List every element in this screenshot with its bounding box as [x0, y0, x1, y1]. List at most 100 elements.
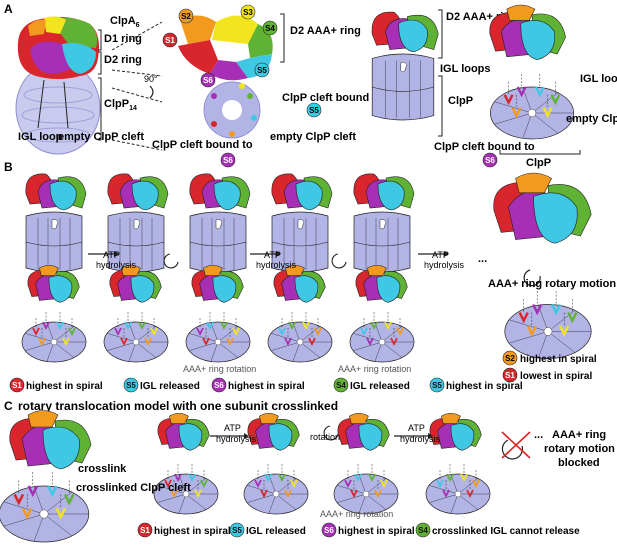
- ring-blob-s5: [358, 423, 383, 451]
- ring-blob-s2: [39, 264, 59, 276]
- ring-blob-s5: [294, 275, 319, 303]
- igl-loop-v: [56, 321, 64, 331]
- caption-text-3: IGL released: [350, 381, 410, 392]
- blocked-line-1: AAA+ ring: [552, 429, 606, 441]
- clpp14-label: ClpP14: [104, 98, 137, 112]
- igl-loop-v: [55, 507, 67, 520]
- igl-loop-v: [350, 489, 358, 499]
- clpp-pore: [272, 490, 280, 498]
- atp-arrowhead-c: [428, 433, 433, 439]
- svg-text:S2: S2: [505, 354, 515, 363]
- igl-loop-v: [526, 325, 537, 337]
- clpp-pore: [50, 338, 58, 346]
- clpp-petal-line: [135, 341, 157, 358]
- atp-arrowhead: [444, 251, 449, 257]
- ring-rotation-label-2: AAA+ ring rotation: [338, 364, 411, 374]
- igl-loop-v: [21, 507, 33, 520]
- caption-badge-1: S5: [123, 377, 139, 393]
- clpa-subunit-s5: [49, 180, 77, 211]
- svg-text:highest in spiral: highest in spiral: [520, 354, 597, 365]
- clpp-petal-line: [531, 112, 559, 134]
- igl-loop-v: [114, 327, 122, 337]
- igl-loop-v: [194, 489, 202, 499]
- empty-cleft-mark: [297, 219, 305, 230]
- igl-loop-v: [174, 473, 182, 483]
- c-caption-badge-1: S5: [229, 522, 245, 538]
- blocked-arrow: [501, 439, 524, 460]
- clpp-petal-line: [365, 493, 387, 510]
- panel-label-b: B: [4, 160, 13, 174]
- badge-s5-top: S5: [254, 62, 270, 78]
- clpp-petal-line: [337, 485, 367, 495]
- clpp-petal-line: [429, 493, 459, 503]
- ring-blob-s5: [42, 426, 80, 470]
- badge-text: S5: [126, 381, 136, 390]
- atp-label-1: ATP: [103, 250, 120, 260]
- svg-text:S3: S3: [243, 8, 253, 17]
- badge-text: S4: [418, 526, 428, 535]
- cartoon-side-view-a: [371, 11, 439, 121]
- igl-loop-v: [446, 473, 454, 483]
- blocked-line-3: blocked: [558, 457, 600, 469]
- igl-loop-v: [254, 479, 262, 489]
- right-igl-loop-label: IGL loop: [580, 73, 617, 85]
- clpp-petal-line: [547, 310, 576, 332]
- clpp-pore: [378, 338, 386, 346]
- clpp-pore: [39, 509, 49, 519]
- rotation-arrow: [163, 253, 179, 269]
- clpp-petal-line: [509, 331, 549, 344]
- right-d2-bracket: [438, 9, 443, 59]
- right-empty-cleft-label: empty ClpP cleft: [566, 113, 617, 125]
- crosslinked-cleft-label-1: crosslinked ClpP cleft: [76, 482, 191, 494]
- clpp-petal-line: [271, 341, 301, 351]
- ring-blob-s2: [441, 412, 461, 424]
- igl-loop-v: [27, 485, 39, 498]
- clpp-pore: [454, 490, 462, 498]
- d2-aaa-ring-label: D2 AAA+ ring: [290, 25, 361, 37]
- badge-circle: [123, 377, 139, 393]
- svg-text:S2: S2: [181, 12, 191, 21]
- panel-label-c: C: [4, 399, 13, 413]
- c-caption-text-0: highest in spiral: [154, 526, 231, 537]
- legend-s2: S2 highest in spiral: [502, 350, 597, 366]
- clpp-petal-line: [299, 341, 321, 358]
- svg-text:S6: S6: [485, 156, 495, 165]
- atp-label-2: ATP: [264, 250, 281, 260]
- ring-blob-s2: [367, 264, 387, 276]
- igl-loop-v: [436, 479, 444, 489]
- svg-text:S1: S1: [505, 371, 515, 380]
- igl-loop-v: [511, 107, 522, 119]
- clpp-petal-line: [53, 326, 75, 343]
- ring-blob-s5: [450, 423, 475, 451]
- clpp-petal-line: [25, 333, 55, 343]
- clpa-subunit-s5: [377, 180, 405, 211]
- badge-text: S6: [214, 381, 224, 390]
- empty-cleft-pointer: [63, 81, 69, 129]
- clpp-petal-line: [275, 478, 297, 495]
- svg-text:S5: S5: [257, 66, 267, 75]
- igl-loop-v: [124, 321, 132, 331]
- clpp-ring-divider: [271, 241, 329, 247]
- igl-loop-v: [550, 303, 562, 316]
- igl-loop-v: [516, 86, 527, 98]
- igl-loop-v: [534, 86, 545, 98]
- clpp-pore: [296, 338, 304, 346]
- svg-text:S5: S5: [309, 106, 319, 115]
- igl-loop-v: [559, 325, 570, 337]
- badge-s3-top: S3: [240, 4, 256, 20]
- ring-blob-s5: [268, 423, 293, 451]
- clpa-subunit-s5: [398, 19, 428, 53]
- badge-circle: [429, 377, 445, 393]
- hydrolysis-label-1: hydrolysis: [96, 260, 137, 270]
- igl-loop-v: [278, 327, 286, 337]
- clpp-petal-line: [457, 478, 479, 495]
- clpp-petal-line: [247, 493, 277, 503]
- igl-loop-v: [288, 321, 296, 331]
- right-clpp-bracket: [438, 75, 443, 137]
- igl-loop-v: [47, 485, 58, 498]
- rotation-arrow: [331, 253, 347, 269]
- hydrolysis-c-2: hydrolysis: [400, 434, 441, 444]
